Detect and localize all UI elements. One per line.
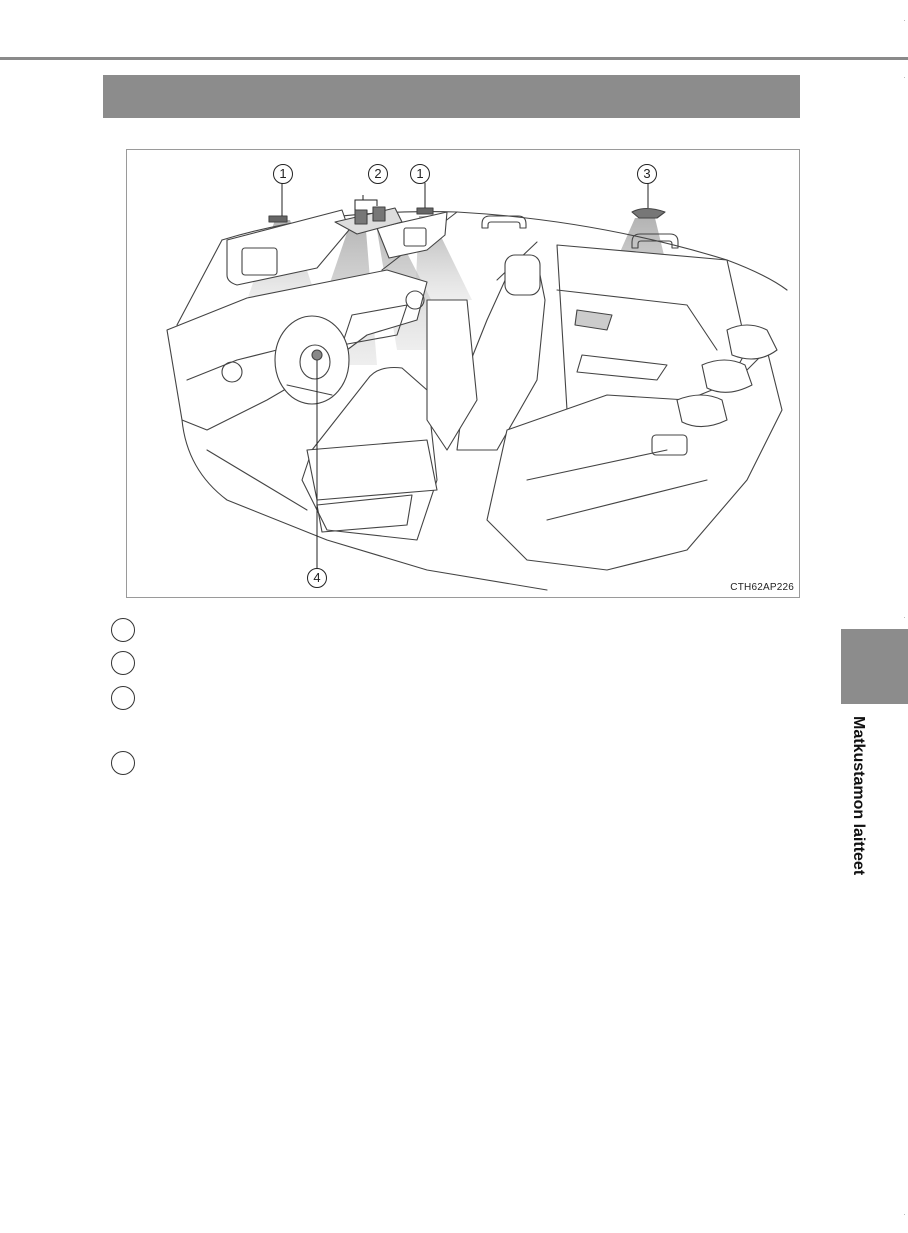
leader-2 (354, 195, 378, 210)
sun-visor-right (376, 211, 448, 259)
steering-wheel (274, 315, 350, 405)
callout-2: 2 (368, 164, 388, 184)
interior-illustration: 1 2 1 3 4 CTH62AP226 (126, 149, 800, 598)
edge-tick (904, 1214, 905, 1215)
callout-3: 3 (637, 164, 657, 184)
legend-marker-2 (111, 651, 135, 675)
legend-marker-4 (111, 751, 135, 775)
callout-1-left: 1 (273, 164, 293, 184)
edge-tick (904, 617, 905, 618)
legend-marker-3 (111, 686, 135, 710)
figure-code: CTH62AP226 (730, 582, 794, 593)
map-lamp-right (372, 206, 386, 222)
section-title-bar (103, 75, 800, 118)
chapter-side-label: Matkustamon laitteet (850, 716, 867, 876)
door-sill (181, 419, 548, 591)
visor-lamp-left (268, 215, 288, 223)
top-rule (0, 57, 908, 60)
grab-handle-front (481, 215, 527, 229)
rear-cupholder (651, 434, 688, 456)
legend-marker-1 (111, 618, 135, 642)
callout-1-right: 1 (410, 164, 430, 184)
visor-lamp-right (416, 207, 434, 215)
edge-tick (904, 20, 905, 21)
rear-door-handle (574, 309, 613, 331)
edge-tick (904, 77, 905, 78)
rear-dome-lamp (631, 207, 666, 219)
car-interior-drawing (166, 183, 788, 591)
vanity-mirror-right (403, 227, 427, 247)
vanity-mirror-left (241, 247, 278, 276)
interior-light-switch (311, 349, 323, 361)
grab-handle-rear (631, 233, 679, 249)
map-lamp-left (354, 209, 368, 225)
sun-visor-left (226, 209, 350, 286)
air-vent-left (221, 361, 243, 383)
center-console (426, 299, 478, 451)
callout-4: 4 (307, 568, 327, 588)
chapter-side-tab (841, 629, 908, 704)
